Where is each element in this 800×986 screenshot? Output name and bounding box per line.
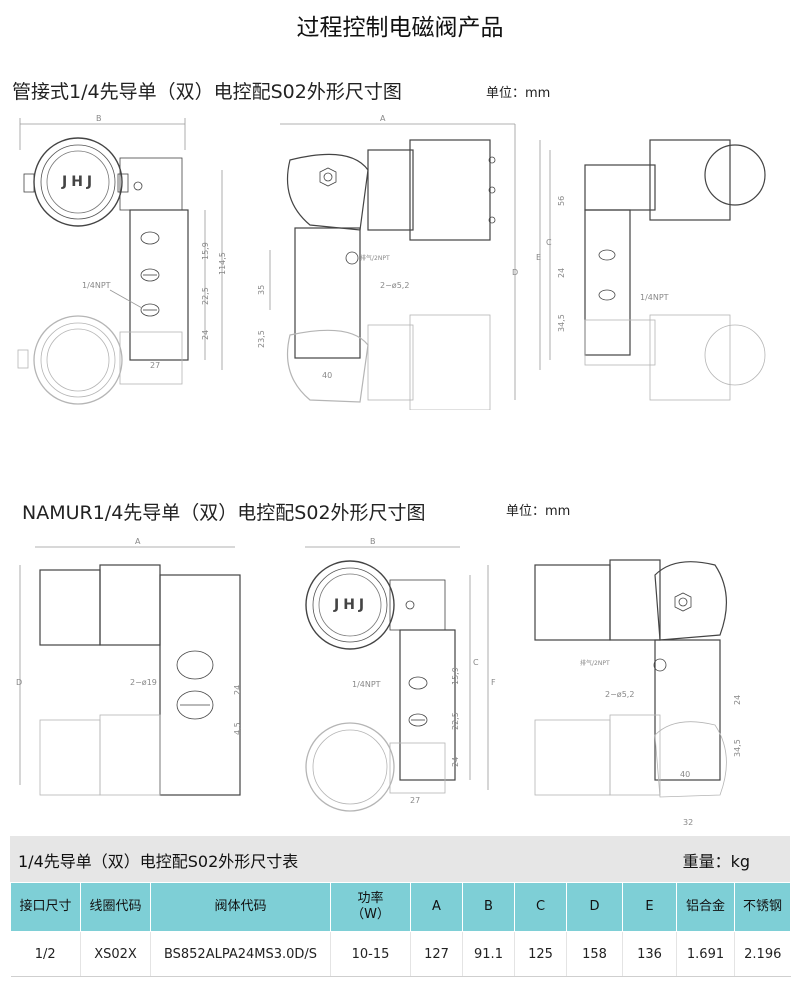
- dim-label-56: 56: [557, 196, 566, 206]
- label-exhaust: 排气/2NPT: [360, 254, 390, 262]
- dim-label-27-2: 27: [410, 796, 420, 805]
- header-b: B: [462, 882, 515, 932]
- cell-port-size: 1/2: [10, 931, 81, 977]
- spec-table: 接口尺寸 线圈代码 阀体代码 功率 （W） A B C D E 铝合金 不锈钢 …: [10, 882, 791, 977]
- cell-power: 10-15: [330, 931, 411, 977]
- dim-label-24: 24: [201, 330, 210, 340]
- dim-label-b: B: [96, 114, 102, 123]
- cell-d: 158: [566, 931, 623, 977]
- label-hole-5-2: 2−ø5,2: [380, 281, 409, 290]
- dim-label-24-4: 24: [733, 695, 742, 705]
- cell-e: 136: [622, 931, 677, 977]
- drawing-namur-side-view: 排气/2NPT 2−ø5,2 24 34,5 40 32: [525, 535, 790, 830]
- dim-label-d: D: [512, 268, 518, 277]
- cell-coil-code: XS02X: [80, 931, 151, 977]
- dim-label-22-5: 22,5: [201, 287, 210, 305]
- dim-label-40: 40: [322, 371, 332, 380]
- dim-label-24-rear: 24: [557, 268, 566, 278]
- drawing-rear-view: E C 1/4NPT 56 24 34,5: [530, 110, 790, 410]
- label-exhaust-2: 排气/2NPT: [580, 659, 610, 667]
- dim-label-15-9: 15,9: [201, 242, 210, 260]
- drawing-side-view: A D 排气/2NPT 2−ø5,2 35 23,5 40: [250, 110, 530, 410]
- dim-label-a: A: [380, 114, 386, 123]
- dim-label-b-2: B: [370, 537, 376, 546]
- label-npt-2: 1/4NPT: [352, 680, 381, 689]
- table-caption-bar: 1/4先导单（双）电控配S02外形尺寸表 重量：kg: [10, 836, 790, 882]
- dim-label-d-2: D: [16, 678, 22, 687]
- header-d: D: [566, 882, 623, 932]
- section1-unit: 单位：mm: [486, 86, 551, 101]
- header-c: C: [514, 882, 567, 932]
- header-power: 功率 （W）: [330, 882, 411, 932]
- dim-label-40-2: 40: [680, 770, 690, 779]
- cell-c: 125: [514, 931, 567, 977]
- header-stainless: 不锈钢: [734, 882, 791, 932]
- header-a: A: [410, 882, 463, 932]
- header-valve-code: 阀体代码: [150, 882, 331, 932]
- dim-label-34-5-2: 34,5: [733, 739, 742, 757]
- drawing-namur-front-view: B JHJ 1/4NPT C F 15,9 22,5 24 27: [290, 535, 510, 825]
- table-caption: 1/4先导单（双）电控配S02外形尺寸表: [18, 852, 299, 871]
- dim-label-34-5: 34,5: [557, 314, 566, 332]
- cell-a: 127: [410, 931, 463, 977]
- cell-aluminum: 1.691: [676, 931, 735, 977]
- label-hole-19: 2−ø19: [130, 678, 157, 687]
- header-e: E: [622, 882, 677, 932]
- dim-label-114-5: 114,5: [218, 252, 227, 275]
- cell-valve-code: BS852ALPA24MS3.0D/S: [150, 931, 331, 977]
- logo-text: JHJ: [61, 174, 96, 190]
- logo-text-2: JHJ: [333, 597, 368, 613]
- dim-label-c-2: C: [473, 658, 479, 667]
- dim-label-22-5-2: 22,5: [451, 712, 460, 730]
- section2-unit: 单位：mm: [506, 504, 571, 519]
- dim-label-35: 35: [257, 285, 266, 295]
- dim-label-32: 32: [683, 818, 693, 827]
- cell-b: 91.1: [462, 931, 515, 977]
- dim-label-23-5: 23,5: [257, 330, 266, 348]
- drawing-front-view: B JHJ 15,9 22,5 24 114,5 1/4NPT 27: [10, 110, 240, 410]
- section1-heading: 管接式1/4先导单（双）电控配S02外形尺寸图: [12, 81, 402, 103]
- dim-label-a-2: A: [135, 537, 141, 546]
- label-npt: 1/4NPT: [82, 281, 111, 290]
- label-npt-rear: 1/4NPT: [640, 293, 669, 302]
- dim-label-27: 27: [150, 361, 160, 370]
- drawing-namur-top-view: A D 2−ø19 24 4,5: [10, 535, 260, 815]
- page-title: 过程控制电磁阀产品: [296, 15, 504, 41]
- header-aluminum: 铝合金: [676, 882, 735, 932]
- table-header-row: 接口尺寸 线圈代码 阀体代码 功率 （W） A B C D E 铝合金 不锈钢: [10, 882, 791, 932]
- table-row: 1/2 XS02X BS852ALPA24MS3.0D/S 10-15 127 …: [10, 931, 791, 977]
- dim-label-f: F: [491, 678, 496, 687]
- section2-heading: NAMUR1/4先导单（双）电控配S02外形尺寸图: [22, 502, 426, 524]
- dim-label-24-3: 24: [451, 757, 460, 767]
- dim-label-24-2: 24: [233, 685, 242, 695]
- header-coil-code: 线圈代码: [80, 882, 151, 932]
- cell-stainless: 2.196: [734, 931, 791, 977]
- weight-unit-label: 重量：kg: [682, 852, 750, 871]
- dim-label-15-9-2: 15,9: [451, 667, 460, 685]
- dim-label-c: C: [546, 238, 552, 247]
- dim-label-e: E: [536, 253, 541, 262]
- dim-label-4-5: 4,5: [233, 722, 242, 735]
- label-hole-5-2-2: 2−ø5,2: [605, 690, 634, 699]
- header-port-size: 接口尺寸: [10, 882, 81, 932]
